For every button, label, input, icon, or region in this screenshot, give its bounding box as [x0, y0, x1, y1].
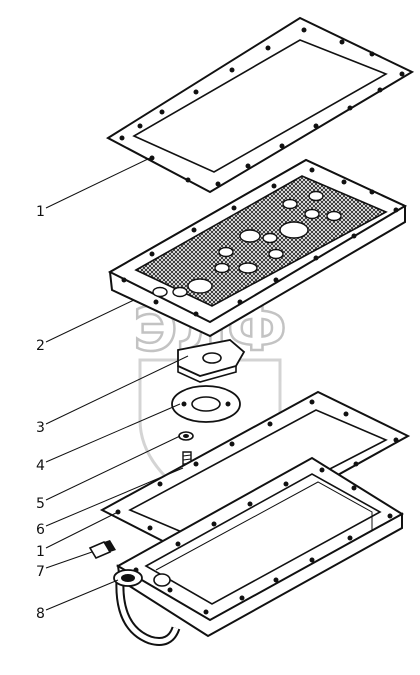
mesh-plate: [107, 158, 408, 338]
cam-washer: [177, 339, 246, 383]
callout-8: 8: [36, 606, 45, 622]
callout-1: 1: [36, 204, 45, 220]
top-gasket: [105, 16, 415, 194]
callout-labels: 1 2 3 4 5 6 1 7 8: [36, 204, 45, 622]
elbow-fitting: [113, 569, 181, 646]
callout-7: 7: [36, 564, 45, 580]
nut: [178, 431, 194, 441]
callout-6: 6: [36, 522, 45, 538]
callout-3: 3: [36, 420, 45, 436]
callout-4: 4: [36, 458, 45, 474]
lower-housing: [115, 456, 404, 638]
flat-washer: [171, 385, 241, 423]
callout-2: 2: [36, 338, 45, 354]
callout-1-lower: 1: [36, 544, 45, 560]
plug: [88, 540, 116, 560]
callout-5: 5: [36, 496, 45, 512]
leader-lines: [45, 157, 189, 611]
